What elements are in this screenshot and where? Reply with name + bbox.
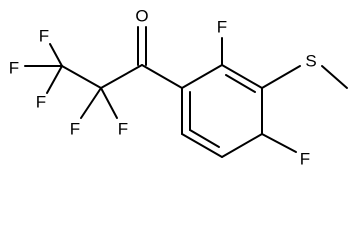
bond-c1-f-low <box>46 65 63 94</box>
atom-f-cf3-top: F <box>39 27 49 46</box>
chemical-structure: F F F F F O F S F <box>9 7 348 169</box>
bond-c1-c2 <box>61 65 102 89</box>
atom-f-ring-top: F <box>217 18 227 37</box>
atom-labels: F F F F F O F S F <box>9 7 317 169</box>
ring-bond-4 <box>221 133 263 158</box>
bond-ring-s <box>261 65 301 89</box>
bond-ring-f-bottom <box>261 133 297 153</box>
ring-bond-1 <box>181 64 223 89</box>
ring-bond-2 <box>221 64 263 89</box>
bond-c2-f-left <box>80 87 102 119</box>
atom-f-cf2-right: F <box>118 120 128 139</box>
atom-f-cf3-low: F <box>36 93 46 112</box>
ring-inner-bond-2 <box>189 129 220 148</box>
bonds <box>24 26 348 158</box>
atom-s-thioether: S <box>305 52 316 71</box>
bond-c2-c3 <box>100 64 143 89</box>
ring-inner-bond-1 <box>225 74 256 93</box>
atom-f-cf2-left: F <box>70 120 80 139</box>
bond-c3-ring <box>141 64 183 89</box>
atom-f-ring-bottom: F <box>300 150 310 169</box>
ring-bond-5 <box>181 133 223 158</box>
bond-s-methyl <box>321 65 348 89</box>
bond-c1-f-top <box>49 43 63 67</box>
bond-c2-f-right <box>100 87 118 119</box>
atom-o-carbonyl: O <box>135 7 148 26</box>
atom-f-cf3-left: F <box>9 59 19 78</box>
